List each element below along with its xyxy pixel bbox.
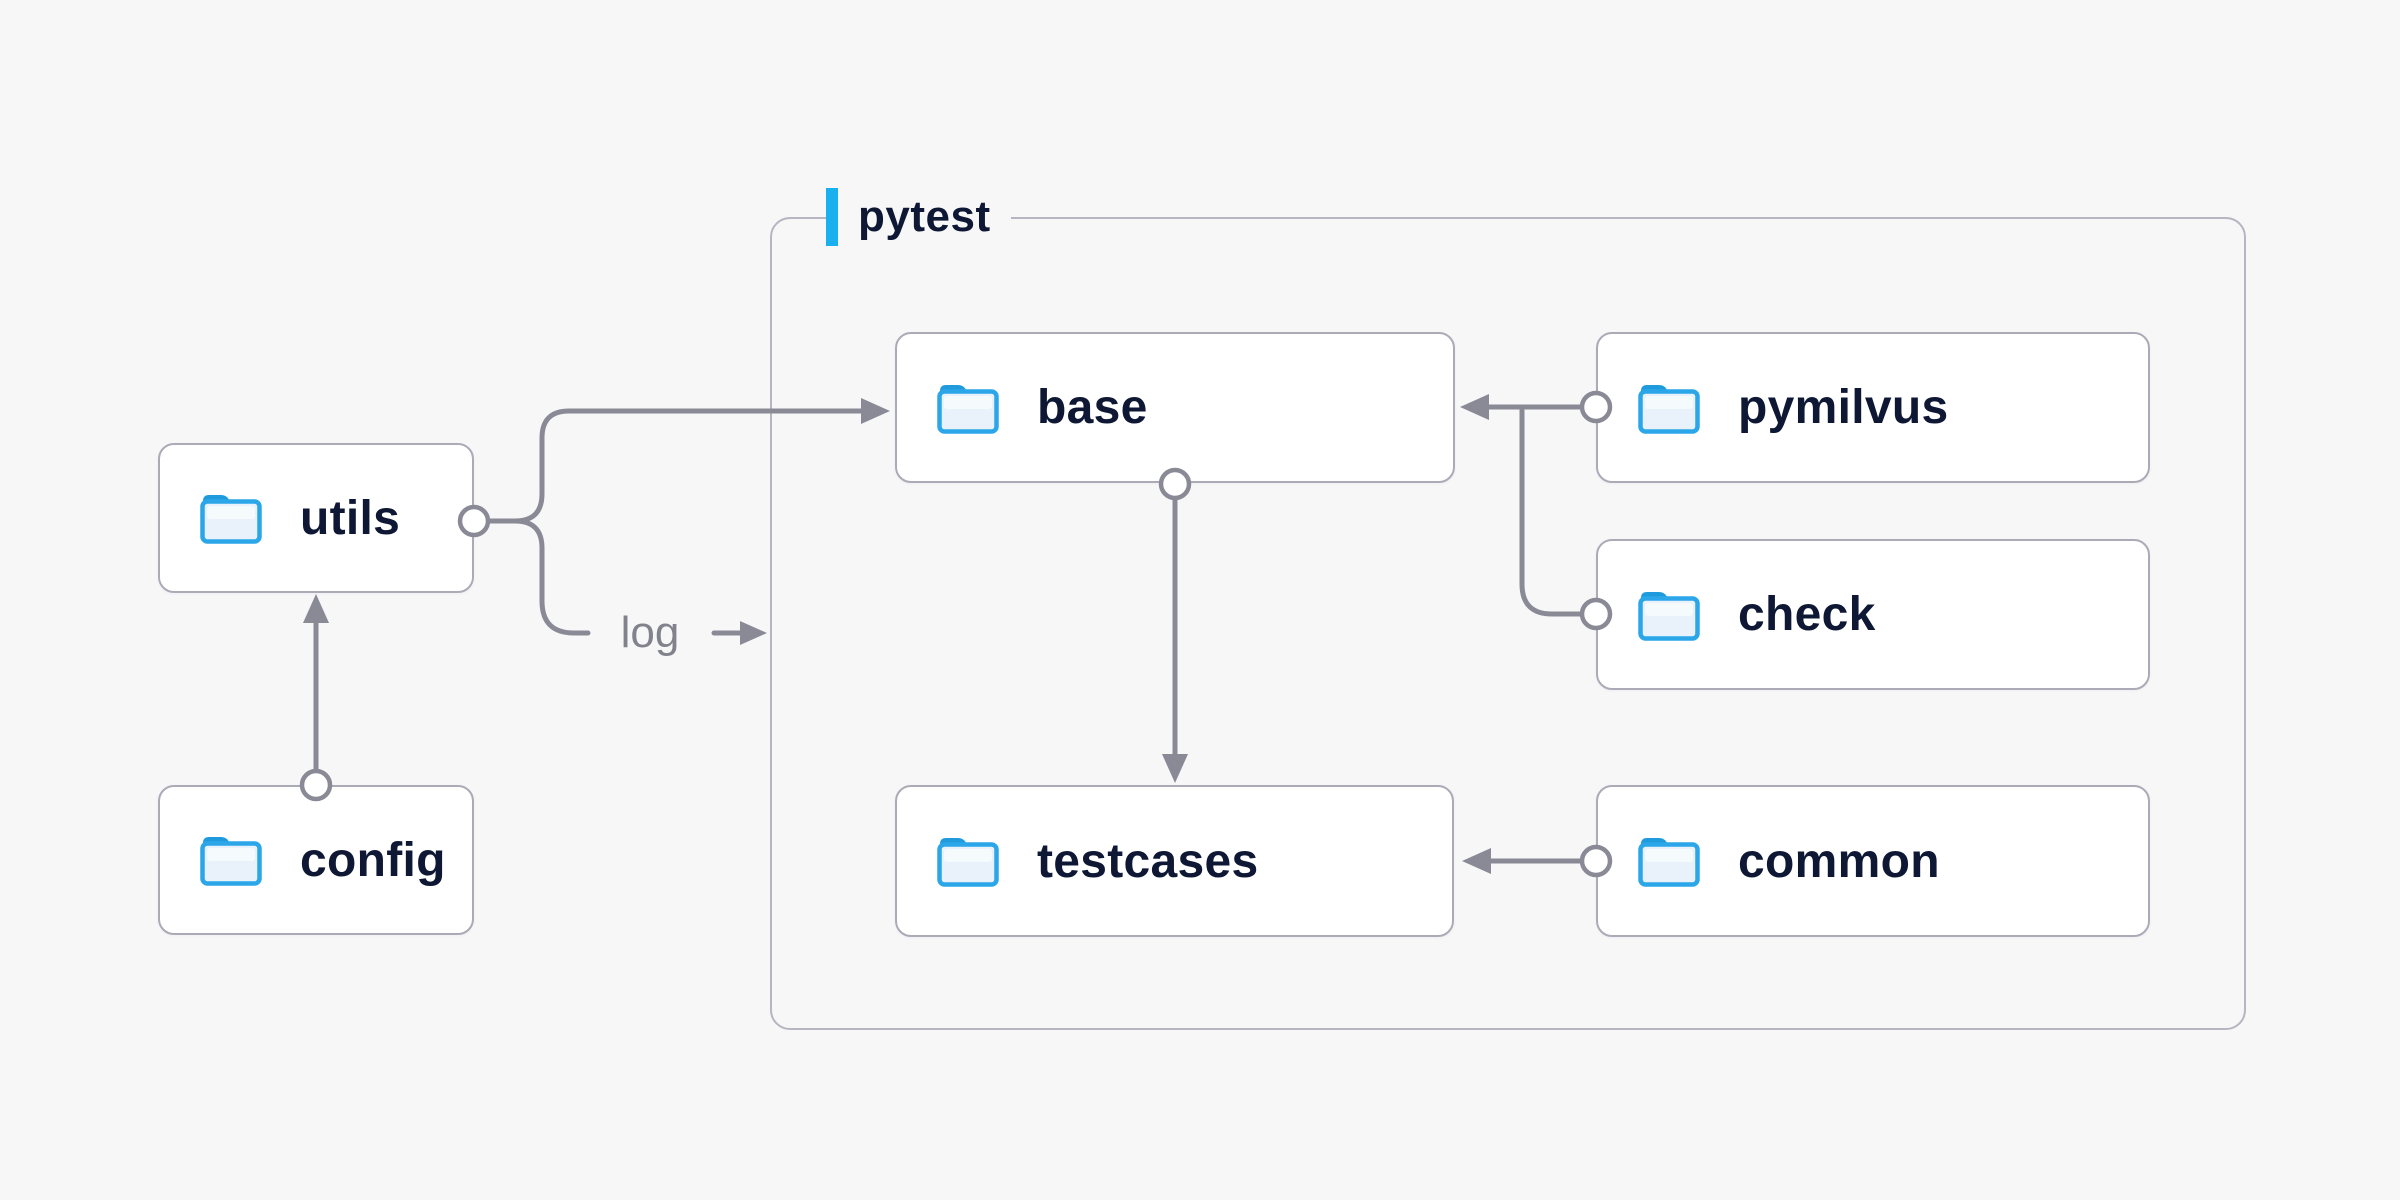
folder-icon <box>1638 838 1700 887</box>
folder-icon <box>200 495 262 544</box>
folder-node-label: testcases <box>1037 834 1259 888</box>
folder-icon <box>937 838 999 887</box>
folder-node-common: common <box>1596 785 2150 937</box>
folder-node-base: base <box>895 332 1455 483</box>
folder-node-utils: utils <box>158 443 474 593</box>
folder-node-label: config <box>300 833 446 887</box>
pytest-group-label-text: pytest <box>858 192 991 241</box>
folder-node-check: check <box>1596 539 2150 690</box>
folder-node-label: utils <box>300 491 401 545</box>
edge-utils-log <box>487 518 591 636</box>
accent-bar-icon <box>826 188 838 246</box>
folder-node-config: config <box>158 785 474 935</box>
folder-node-testcases: testcases <box>895 785 1454 937</box>
arrowhead-config-utils <box>303 594 329 623</box>
folder-icon <box>1638 384 1700 434</box>
edge-label-log: log <box>620 608 680 657</box>
arrowhead-log <box>740 621 767 645</box>
folder-node-label: base <box>1037 381 1148 434</box>
folder-node-label: pymilvus <box>1738 381 1949 434</box>
folder-node-label: common <box>1738 834 1940 888</box>
folder-node-pymilvus: pymilvus <box>1596 332 2150 483</box>
folder-node-label: check <box>1738 588 1876 641</box>
pytest-group-outline <box>770 217 2246 1030</box>
folder-icon <box>1638 591 1700 641</box>
folder-icon <box>937 384 999 434</box>
folder-icon <box>200 837 262 886</box>
pytest-group-label: pytest <box>826 186 1011 248</box>
